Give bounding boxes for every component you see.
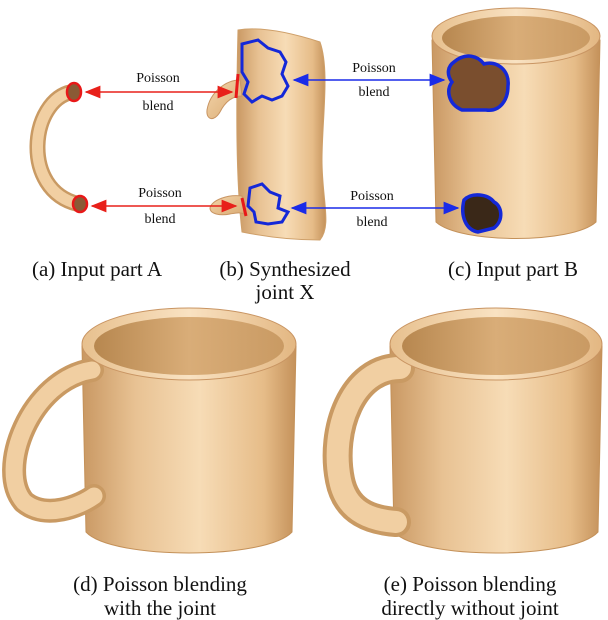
mug-without-joint	[322, 307, 603, 554]
part-a-bottom-boundary	[71, 194, 89, 214]
caption-e-line1: (e) Poisson blending	[383, 572, 557, 596]
caption-b-line2: joint X	[255, 280, 315, 304]
caption-e-line2: directly without joint	[381, 596, 559, 620]
joint-upper-blue-boundary	[240, 38, 290, 104]
mug-with-joint	[2, 307, 297, 554]
part-a-handle	[29, 81, 89, 214]
part-b-mug	[431, 7, 601, 239]
joint-lower-blue-boundary	[246, 182, 291, 226]
blue-arrow-bottom-label-1: Poisson	[350, 189, 394, 204]
caption-d-line1: (d) Poisson blending	[73, 572, 247, 596]
red-arrow-bottom-label-1: Poisson	[138, 186, 182, 201]
caption-a: (a) Input part A	[31, 257, 163, 281]
blue-arrow-bottom-label-2: blend	[356, 215, 387, 230]
part-a-top-boundary	[65, 81, 83, 103]
red-arrow-top-label-1: Poisson	[136, 71, 180, 86]
caption-c: (c) Input part B	[447, 257, 579, 281]
blue-arrow-top-label-1: Poisson	[352, 61, 396, 76]
blue-arrow-top-label-2: blend	[358, 85, 389, 100]
part-b-lower-hole	[461, 193, 503, 234]
caption-b-line1: (b) Synthesized	[219, 257, 351, 281]
red-arrow-bottom-label-2: blend	[144, 212, 175, 227]
red-arrow-top-label-2: blend	[142, 99, 173, 114]
caption-d-line2: with the joint	[104, 596, 216, 620]
part-b-upper-hole	[446, 54, 510, 112]
red-arrow-bottom: Poisson blend	[90, 186, 238, 227]
blue-arrow-top: Poisson blend	[292, 61, 446, 100]
red-arrow-top: Poisson blend	[84, 71, 234, 114]
blue-arrow-bottom: Poisson blend	[290, 189, 460, 230]
